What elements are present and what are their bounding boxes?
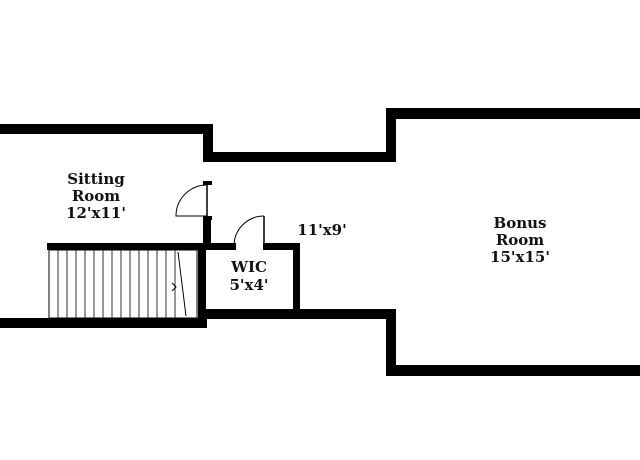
- wall-bonus-left-upper: [386, 108, 396, 162]
- wall-sitting-right-upper: [203, 124, 213, 160]
- sitting-door-jamb-top: [203, 181, 212, 185]
- wall-hall-bottom: [205, 309, 396, 319]
- bonus-room-name-line1: Bonus: [494, 214, 547, 232]
- wall-wic-right: [293, 243, 300, 316]
- wic-door-jamb: [230, 243, 236, 250]
- stair-break-line: [177, 251, 187, 317]
- wic-size: 5'x4': [229, 276, 268, 294]
- stair-arrow: [171, 282, 177, 292]
- room-labels: Sitting Room 12'x11' Bonus Room 15'x15' …: [66, 170, 550, 294]
- bonus-room-name-line2: Room: [496, 231, 544, 249]
- wall-sitting-right-lower: [203, 216, 211, 246]
- wic-name: WIC: [230, 258, 267, 276]
- sitting-door-swing: [175, 184, 208, 217]
- stair-treads: [57, 250, 176, 318]
- wall-wic-top-right: [263, 243, 299, 250]
- hall-size: 11'x9': [297, 221, 346, 239]
- wall-wic-top-left: [47, 243, 233, 250]
- staircase: [48, 249, 198, 319]
- walls: [0, 108, 640, 376]
- wall-wic-left: [198, 243, 206, 323]
- wall-bonus-bottom: [386, 365, 640, 376]
- sitting-room-name-line1: Sitting: [67, 170, 125, 188]
- doors: [175, 181, 265, 250]
- sitting-room-size: 12'x11': [66, 204, 126, 222]
- wall-sitting-bottom: [0, 318, 207, 328]
- wall-bonus-top: [386, 108, 640, 119]
- wall-hall-top: [203, 152, 396, 162]
- wall-sitting-top: [0, 124, 212, 134]
- wall-bonus-left-lower: [386, 310, 396, 376]
- stair-outline: [48, 249, 198, 319]
- sitting-room-name-line2: Room: [72, 187, 120, 205]
- bonus-room-size: 15'x15': [490, 248, 550, 266]
- wic-door-swing: [233, 215, 265, 247]
